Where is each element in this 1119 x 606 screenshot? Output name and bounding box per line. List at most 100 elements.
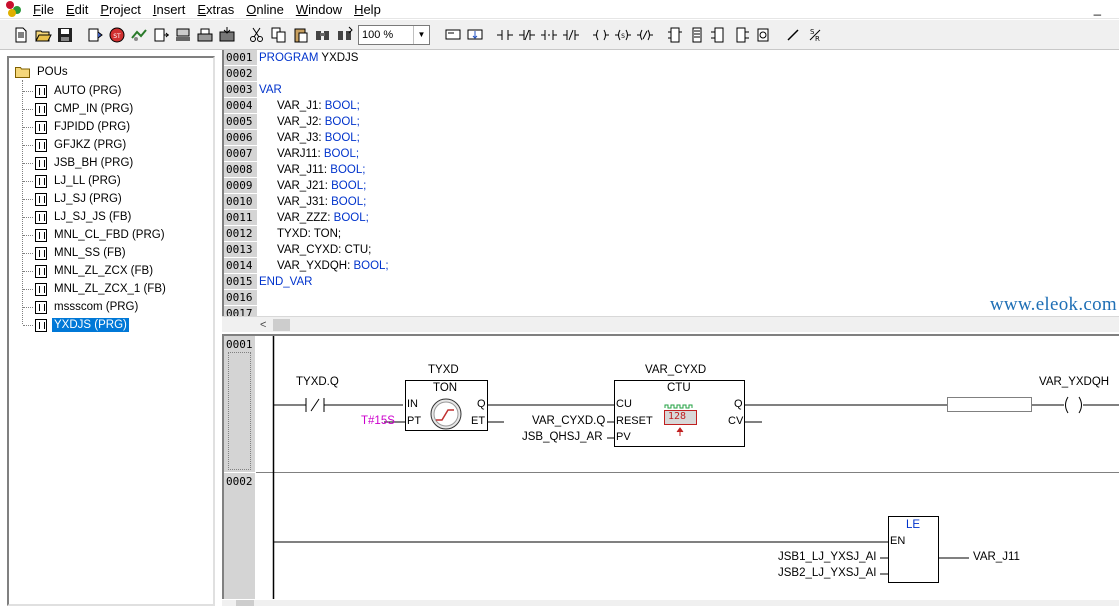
scroll-left-icon[interactable]: < (260, 319, 267, 331)
run-icon[interactable] (128, 24, 150, 46)
menu-extras[interactable]: Extras (197, 1, 235, 17)
coil[interactable] (1065, 396, 1082, 414)
network-number-1[interactable]: 0001 (224, 336, 255, 472)
tree-root[interactable]: POUs (15, 64, 70, 80)
set-coil-icon[interactable]: S (612, 24, 634, 46)
tree-item[interactable]: CMP_IN (PRG) (23, 100, 135, 118)
network-insert-icon[interactable] (464, 24, 486, 46)
menu-edit[interactable]: Edit (65, 1, 89, 17)
menu-help[interactable]: Help (354, 1, 381, 17)
find-icon[interactable] (312, 24, 334, 46)
tree-item[interactable]: MNL_CL_FBD (PRG) (23, 226, 167, 244)
paste-icon[interactable] (290, 24, 312, 46)
ladder-hscrollbar[interactable] (222, 600, 1119, 606)
le-input-1[interactable]: JSB1_LJ_YXSJ_AI (778, 551, 877, 563)
save-icon[interactable] (54, 24, 76, 46)
le-output[interactable]: VAR_J11 (973, 551, 1020, 563)
menu-window[interactable]: Window (295, 1, 343, 17)
login-icon[interactable] (172, 24, 194, 46)
menu-project[interactable]: Project (100, 1, 141, 17)
network-number-2[interactable]: 0002 (224, 473, 255, 599)
tree-item[interactable]: GFJKZ (PRG) (23, 136, 128, 154)
find-next-icon[interactable] (334, 24, 356, 46)
ctu-pv-variable[interactable]: JSB_QHSJ_AR (522, 431, 603, 443)
tree-item[interactable]: MNL_SS (FB) (23, 244, 128, 262)
copy-icon[interactable] (268, 24, 290, 46)
comment-icon[interactable] (442, 24, 464, 46)
variable-name: VAR_YXDQH: (277, 260, 351, 272)
contact-variable[interactable]: TYXD.Q (296, 376, 339, 388)
menu-file[interactable]: File (33, 1, 54, 17)
build-icon[interactable] (84, 24, 106, 46)
code-line[interactable]: 0002 (224, 66, 1119, 82)
negated-contact[interactable] (305, 398, 325, 412)
le-en-pin: EN (890, 535, 906, 547)
reset-coil-icon[interactable] (634, 24, 656, 46)
line-icon[interactable] (782, 24, 804, 46)
tree-item[interactable]: FJPIDD (PRG) (23, 118, 132, 136)
tree-item[interactable]: AUTO (PRG) (23, 82, 124, 100)
scroll-thumb[interactable] (236, 600, 254, 606)
tree-item[interactable]: MNL_ZL_ZCX (FB) (23, 262, 155, 280)
parallel-contact-icon[interactable] (538, 24, 560, 46)
tree-item[interactable]: mssscom (PRG) (23, 298, 140, 316)
tree-item[interactable]: MNL_ZL_ZCX_1 (FB) (23, 280, 168, 298)
input-icon[interactable] (708, 24, 730, 46)
step-icon[interactable] (150, 24, 172, 46)
le-box[interactable] (888, 516, 939, 583)
negated-contact-icon[interactable] (516, 24, 538, 46)
app-icon[interactable] (6, 1, 22, 17)
insert-position-marker[interactable] (947, 397, 1032, 412)
tree-item[interactable]: JSB_BH (PRG) (23, 154, 135, 172)
new-icon[interactable] (10, 24, 32, 46)
le-input-2[interactable]: JSB2_LJ_YXSJ_AI (778, 567, 877, 579)
logout-icon[interactable] (194, 24, 216, 46)
contact-icon[interactable] (494, 24, 516, 46)
declaration-hscrollbar[interactable]: < (222, 316, 1119, 332)
tree-item[interactable]: LJ_SJ_JS (FB) (23, 208, 133, 226)
output-icon[interactable] (730, 24, 752, 46)
box-icon[interactable] (664, 24, 686, 46)
open-icon[interactable] (32, 24, 54, 46)
tree-item[interactable]: LJ_SJ (PRG) (23, 190, 124, 208)
download-icon[interactable] (216, 24, 238, 46)
coil-variable[interactable]: VAR_YXDQH (1039, 376, 1110, 388)
ladder-editor[interactable]: 0001 0002 (222, 334, 1119, 599)
zoom-select[interactable]: 100 % ▼ (358, 24, 430, 45)
ctu-instance-name[interactable]: VAR_CYXD (645, 364, 707, 376)
tree-item[interactable]: YXDJS (PRG) (23, 316, 129, 334)
ton-instance-name[interactable]: TYXD (428, 364, 459, 376)
parallel-negated-contact-icon[interactable] (560, 24, 582, 46)
coil-icon[interactable] (590, 24, 612, 46)
tree-item[interactable]: LJ_LL (PRG) (23, 172, 123, 190)
scroll-thumb[interactable] (273, 319, 290, 331)
cut-icon[interactable] (246, 24, 268, 46)
menu-insert[interactable]: Insert (152, 1, 186, 17)
ctu-reset-variable[interactable]: VAR_CYXD.Q (532, 415, 606, 427)
box-en-icon[interactable] (686, 24, 708, 46)
chevron-down-icon[interactable]: ▼ (413, 25, 429, 44)
minimize-button[interactable]: _ (1093, 1, 1101, 16)
code-line[interactable]: 0017 (224, 306, 1119, 318)
menu-online[interactable]: Online (246, 1, 284, 17)
ton-pt-value[interactable]: T#15S (361, 415, 395, 427)
negate-icon[interactable] (752, 24, 774, 46)
code-line[interactable]: 0016 (224, 290, 1119, 306)
stop-icon[interactable]: ST (106, 24, 128, 46)
